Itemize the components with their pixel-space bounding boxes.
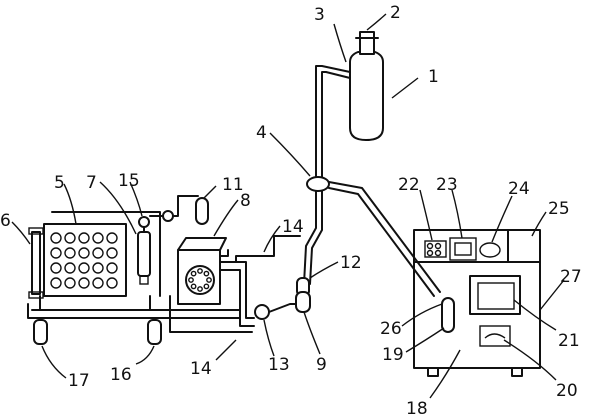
leader-lines	[11, 13, 565, 399]
branch-pipe	[328, 181, 441, 297]
wheel-hole	[203, 283, 210, 290]
numeral-21: 21	[558, 331, 580, 351]
drain-bottle-16	[147, 319, 162, 345]
numeral-11: 11	[222, 175, 244, 195]
gas-cylinder	[349, 31, 384, 141]
numeral-5: 5	[54, 173, 65, 193]
wheel-hole	[197, 268, 203, 274]
tray-well	[78, 277, 90, 289]
tray-well	[50, 262, 62, 274]
tray-well	[50, 232, 62, 244]
numeral-4: 4	[256, 123, 267, 143]
side-rail	[31, 231, 41, 295]
wheel-hole	[206, 277, 212, 283]
wheel-hole	[190, 283, 197, 290]
numeral-25: 25	[548, 199, 570, 219]
numeral-9: 9	[316, 355, 327, 375]
numeral-23: 23	[436, 175, 458, 195]
pipe-junction	[306, 176, 330, 192]
wheel-hole	[190, 270, 197, 277]
tray-well	[64, 262, 76, 274]
cylinder-valve	[359, 31, 375, 55]
reference-numerals: 1 2 3 4 5 6 7 8 9 11 12 13 14 14 15 16 1…	[0, 3, 582, 419]
numeral-1: 1	[428, 67, 439, 87]
valve-13	[254, 304, 270, 320]
tray-well	[92, 232, 104, 244]
numeral-14-lower: 14	[190, 359, 212, 379]
syringe-injector	[137, 221, 151, 285]
numeral-24: 24	[508, 179, 530, 199]
numeral-8: 8	[240, 191, 251, 211]
valve-15	[138, 216, 150, 228]
control-cabinet	[413, 229, 541, 377]
valve-right	[162, 210, 174, 222]
numeral-20: 20	[556, 381, 578, 401]
numeral-16: 16	[110, 365, 132, 385]
numeral-3: 3	[314, 5, 325, 25]
tray-well	[78, 232, 90, 244]
tray-well	[50, 247, 62, 259]
drain-bottle-17	[33, 319, 48, 345]
tray-well	[106, 262, 118, 274]
tray-well	[106, 232, 118, 244]
numeral-6: 6	[0, 211, 11, 231]
numeral-2: 2	[390, 3, 401, 23]
numeral-19: 19	[382, 345, 404, 365]
tray-well	[64, 232, 76, 244]
tray-well	[78, 247, 90, 259]
numeral-7: 7	[86, 173, 97, 193]
vessel-11	[195, 197, 209, 225]
wheel-hole	[197, 286, 203, 292]
numeral-12: 12	[340, 253, 362, 273]
numeral-17: 17	[68, 371, 90, 391]
sample-tray	[43, 223, 127, 297]
tray-well	[106, 247, 118, 259]
tray-well	[92, 262, 104, 274]
numeral-14-upper: 14	[282, 217, 304, 237]
gas-supply-pipe	[303, 65, 351, 285]
filter-and-vessel	[295, 277, 311, 313]
tray-well	[92, 247, 104, 259]
numeral-13: 13	[268, 355, 290, 375]
wheel-hole	[203, 270, 210, 277]
tray-well	[106, 277, 118, 289]
numeral-26: 26	[380, 319, 402, 339]
wheel-hole	[188, 277, 194, 283]
tray-well	[64, 277, 76, 289]
numeral-27: 27	[560, 267, 582, 287]
numeral-22: 22	[398, 175, 420, 195]
tray-well	[78, 262, 90, 274]
numeral-15: 15	[118, 171, 140, 191]
tray-well	[64, 247, 76, 259]
tray-well	[50, 277, 62, 289]
autosampler	[177, 237, 227, 305]
tray-well	[92, 277, 104, 289]
numeral-18: 18	[406, 399, 428, 419]
